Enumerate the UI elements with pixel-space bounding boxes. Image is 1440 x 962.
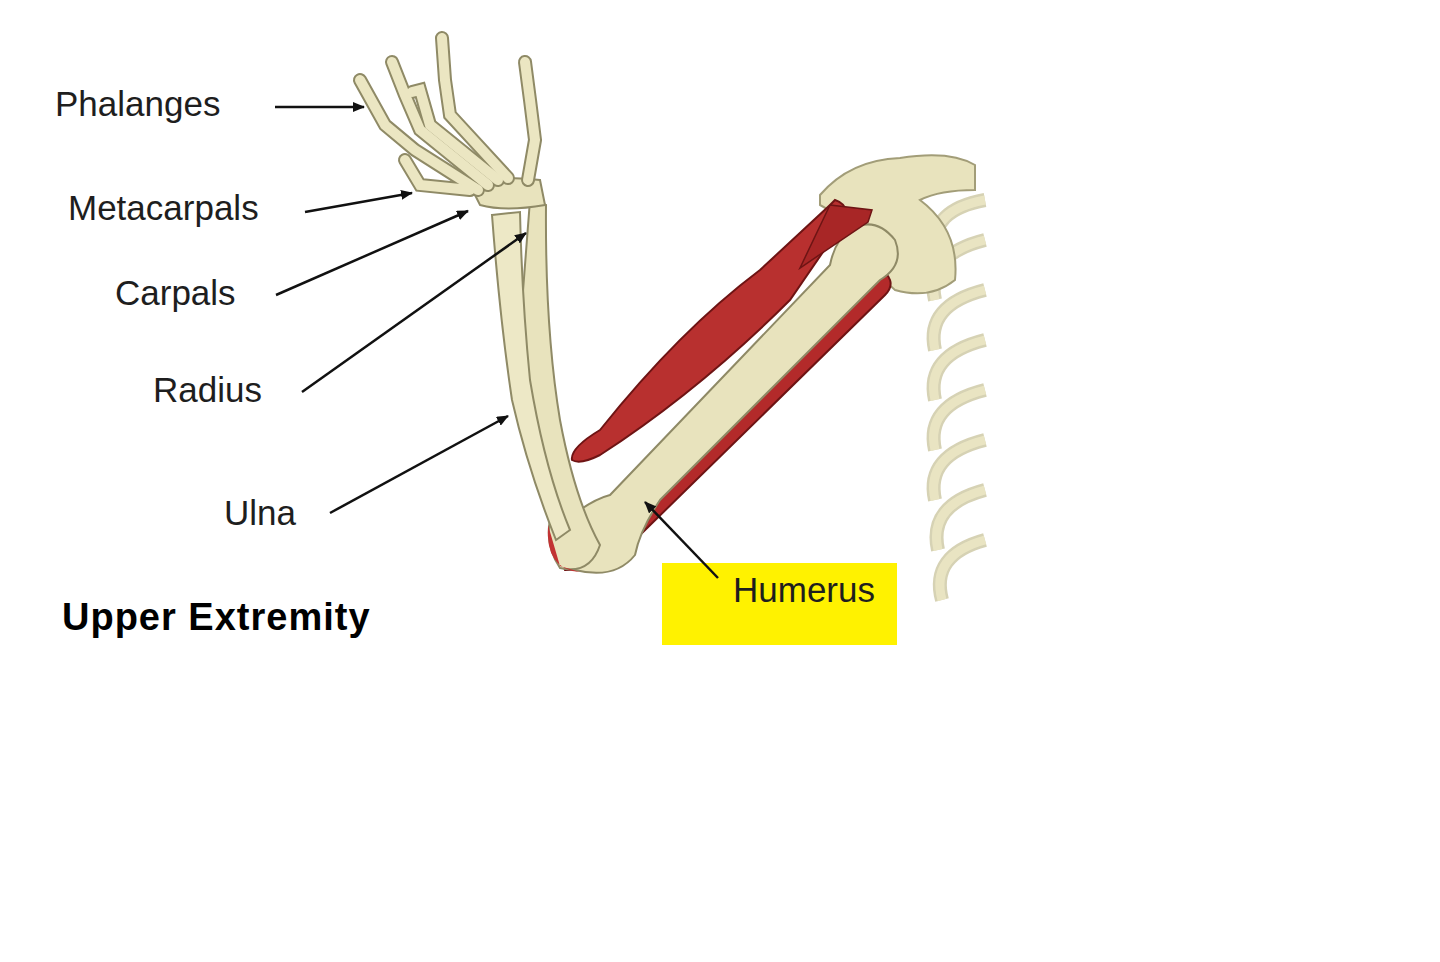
ulna-label: Ulna <box>224 495 296 530</box>
radius-bone <box>492 212 570 540</box>
humerus-label: Humerus <box>733 572 875 607</box>
label-highlight <box>662 563 897 645</box>
radius-label: Radius <box>153 372 262 407</box>
metacarpals-label: Metacarpals <box>68 190 259 225</box>
carpals-label: Carpals <box>115 275 236 310</box>
leader-lines <box>275 107 718 578</box>
elbow-joint <box>548 525 580 572</box>
phalanges-label: Phalanges <box>55 86 220 121</box>
biceps-muscle <box>572 200 846 462</box>
hand-bones <box>360 38 535 190</box>
hand-bones-outline <box>360 38 535 190</box>
humerus-bone <box>555 224 898 572</box>
diagram-title: Upper Extremity <box>62 598 371 636</box>
biceps-tendon <box>800 205 872 268</box>
